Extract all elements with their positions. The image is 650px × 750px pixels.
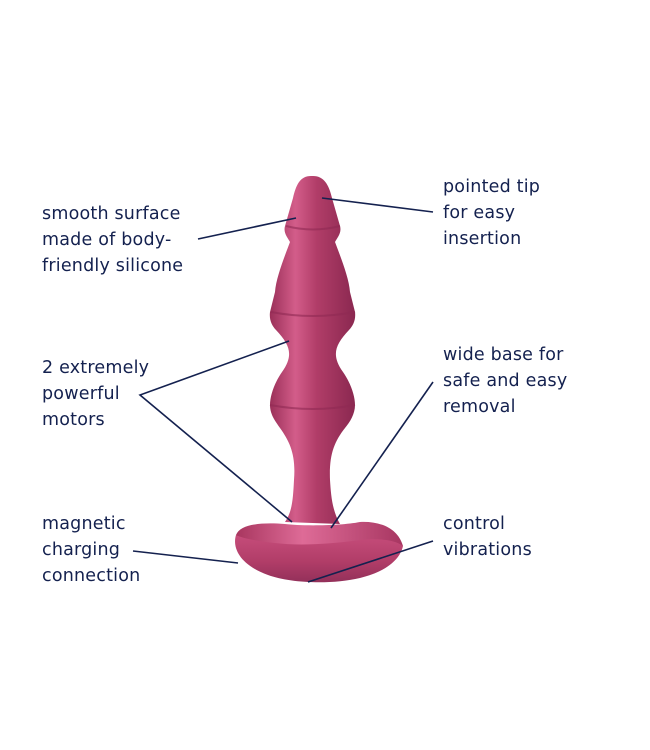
leader-wide-base bbox=[330, 381, 434, 529]
callout-magnetic-charging: magnetic charging connection bbox=[42, 514, 141, 586]
leader-lines bbox=[132, 197, 434, 583]
leader-pointed-tip bbox=[321, 197, 434, 213]
callout-motors: 2 extremely powerful motors bbox=[42, 358, 150, 430]
leader-magnetic-charging bbox=[132, 550, 239, 564]
product-shaft bbox=[269, 176, 356, 524]
product-base bbox=[235, 521, 403, 583]
callout-control-vibrations: control vibrations bbox=[443, 514, 532, 560]
leader-smooth-surface bbox=[197, 217, 297, 240]
callout-wide-base: wide base for safe and easy removal bbox=[443, 345, 568, 417]
leader-control-vibrations bbox=[307, 540, 434, 583]
callout-smooth-surface: smooth surface made of body- friendly si… bbox=[42, 204, 184, 276]
callout-pointed-tip: pointed tip for easy insertion bbox=[443, 177, 541, 249]
leader-motors bbox=[138, 340, 293, 523]
